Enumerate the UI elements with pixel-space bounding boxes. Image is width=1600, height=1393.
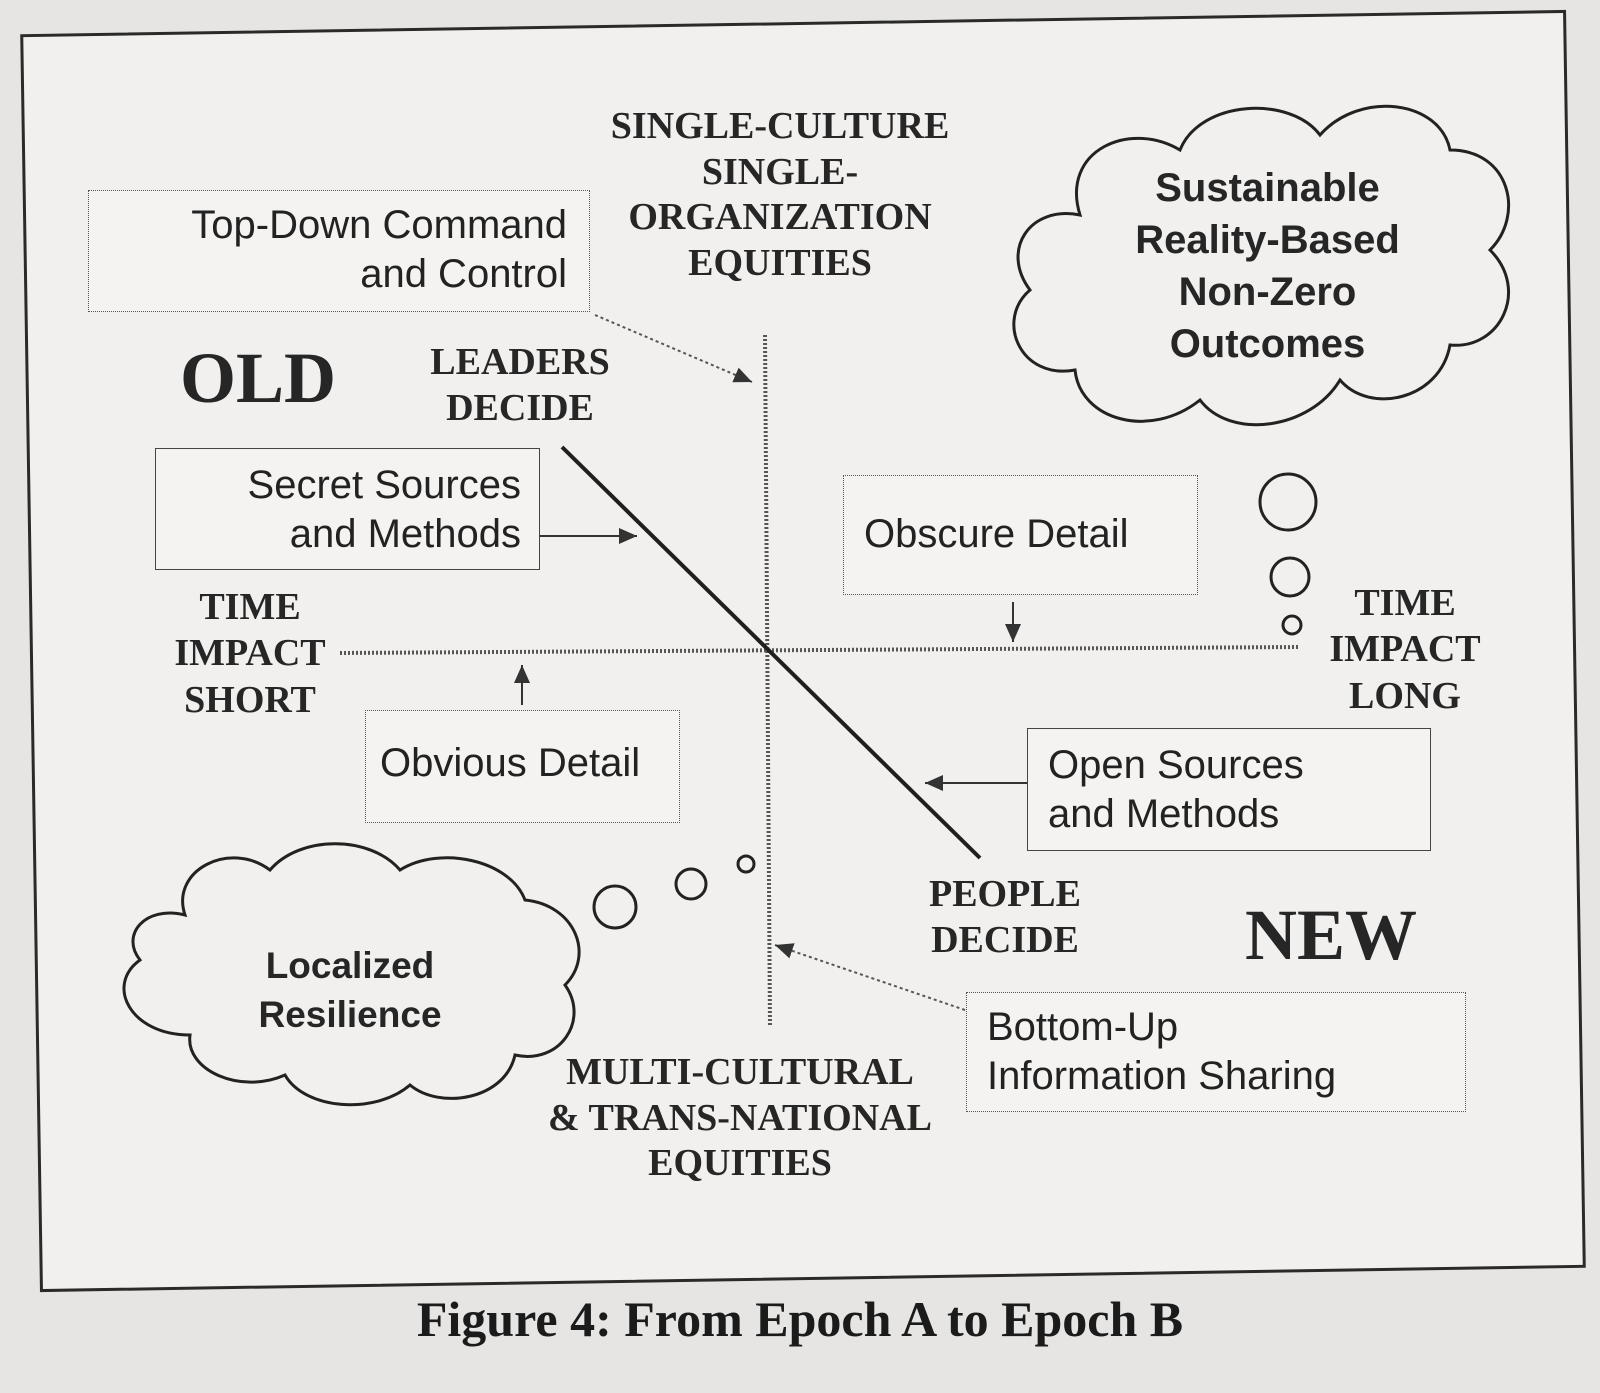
people-decide-label: PEOPLE DECIDE [928,873,1082,961]
sustainable-cloud-text: Sustainable Reality-Based Non-Zero Outco… [1135,166,1400,366]
figure-caption: Figure 4: From Epoch A to Epoch B [416,1291,1184,1347]
horizontal-axis [339,645,1301,655]
obvious-detail-box: Obvious Detail [365,710,680,823]
left-axis-label: TIME IMPACT SHORT [174,586,326,721]
right-axis-label: TIME IMPACT LONG [1329,582,1481,717]
new-label: NEW [1245,895,1418,975]
bottom-axis-label: MULTI-CULTURAL & TRANS-NATIONAL EQUITIES [548,1051,932,1185]
localized-cloud-text: Localized Resilience [258,945,442,1035]
thought-bubble-medium [1269,556,1311,598]
leaders-decide-label: LEADERS DECIDE [430,341,610,429]
vertical-axis [763,334,772,1026]
cloud-sustainable [1012,104,1511,427]
obscure-detail-box: Obscure Detail [843,475,1198,595]
secret-sources-box: Secret Sources and Methods [155,448,540,570]
old-label: OLD [180,338,337,418]
thought-bubble-large-left [592,884,638,930]
thought-bubble-large [1258,472,1318,532]
thought-bubble-small [1281,614,1303,636]
cloud-localized [122,842,581,1107]
bottom-up-box: Bottom-Up Information Sharing [966,992,1466,1112]
thought-bubble-small-left [736,854,756,874]
top-down-arrow [594,314,753,383]
top-axis-label: SINGLE-CULTURE SINGLE- ORGANIZATION EQUI… [610,105,950,284]
top-down-box: Top-Down Command and Control [88,190,590,312]
diagonal-line [560,445,982,860]
open-sources-box: Open Sources and Methods [1027,728,1431,851]
thought-bubble-medium-left [674,867,708,901]
